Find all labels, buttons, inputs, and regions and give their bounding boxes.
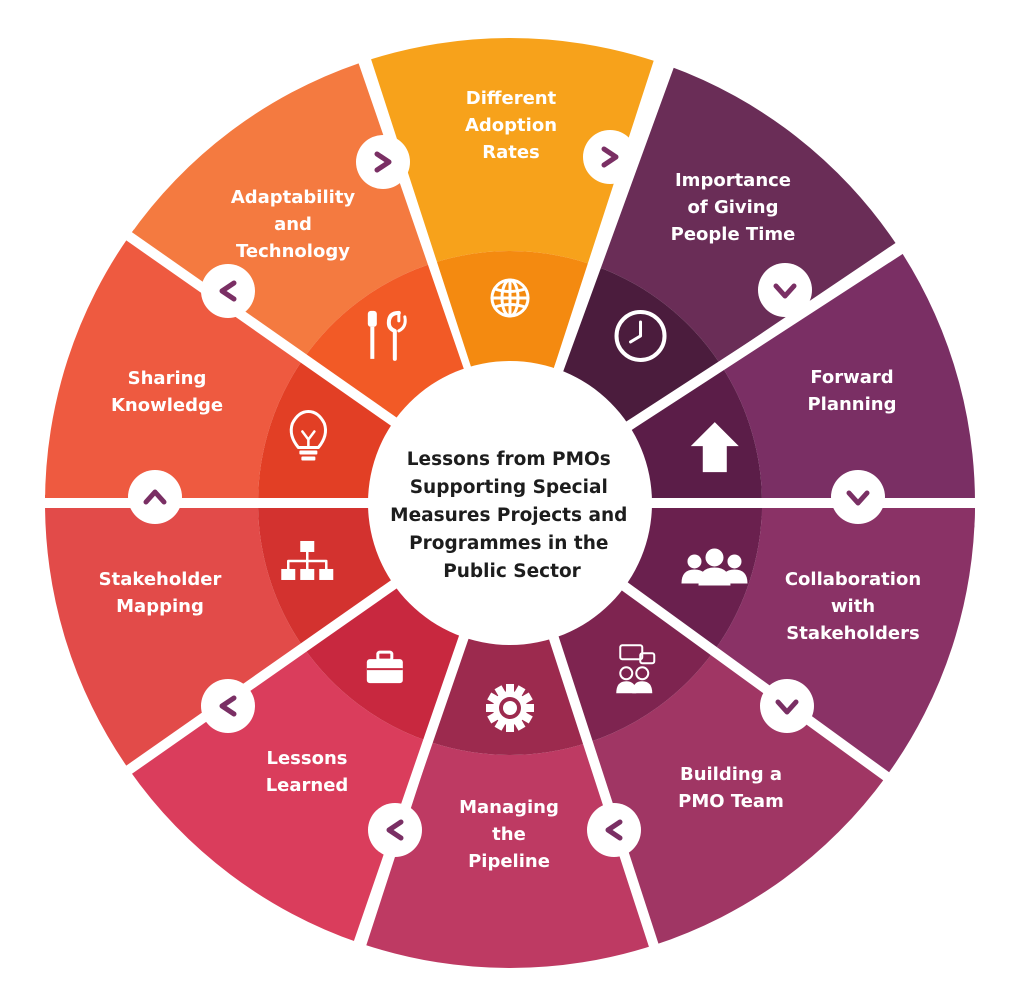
segment-outer-forward-planning xyxy=(721,249,975,528)
icons-layer xyxy=(281,278,748,732)
segment-label-line: Managing xyxy=(459,797,559,818)
segment-outer-sharing-knowledge xyxy=(45,229,307,503)
segment-label-line: Technology xyxy=(236,241,350,262)
center-circle xyxy=(368,361,652,645)
segment-label-line: Adaptability xyxy=(231,187,356,208)
segment-label-line: the xyxy=(492,824,526,845)
segment-outer-different-adoption-rates xyxy=(366,37,654,264)
segment-label-line: People Time xyxy=(671,224,796,245)
connector-arrow-icon xyxy=(831,470,885,524)
connector-arrow-icon xyxy=(583,130,637,184)
segment-outer-importance-of-giving-people-time xyxy=(596,66,896,363)
connector-arrow-icon xyxy=(201,679,255,733)
up-arrow-icon xyxy=(690,422,739,473)
tools-icon xyxy=(367,310,407,361)
segment-label-line: Sharing xyxy=(128,368,207,389)
segment-divider xyxy=(624,243,906,431)
connector-arrow-icon xyxy=(368,803,422,857)
segment-divider xyxy=(123,579,399,776)
globe-icon xyxy=(490,278,530,318)
segment-label-building-a-pmo-team: Building a PMO Team xyxy=(678,764,784,812)
segment-label-line: Stakeholder xyxy=(99,569,222,590)
segment-label-line: Importance xyxy=(675,170,791,191)
segment-inner-forward-planning xyxy=(627,365,763,517)
segment-label-line: with xyxy=(831,596,875,617)
center-line-3: Measures Projects and xyxy=(390,505,627,526)
segment-outer-stakeholder-mapping xyxy=(44,494,304,770)
segment-divider xyxy=(123,230,399,427)
segment-label-line: Stakeholders xyxy=(786,623,919,644)
lightbulb-icon xyxy=(289,409,328,461)
segment-divider xyxy=(553,61,675,374)
segment-label-line: Lessons xyxy=(267,748,348,769)
chat-people-icon xyxy=(616,644,656,694)
group-icon xyxy=(681,548,748,586)
connector-arrow-icon xyxy=(128,470,182,524)
connector-arrow-icon xyxy=(758,263,812,317)
segment-label-line: Pipeline xyxy=(468,851,550,872)
connector-arrow-icon xyxy=(587,803,641,857)
segment-sharing-knowledge xyxy=(45,229,397,503)
segment-label-line: Building a xyxy=(680,764,782,785)
segment-divider xyxy=(360,56,472,372)
segment-label-line: Mapping xyxy=(116,596,204,617)
clock-icon xyxy=(614,309,667,362)
center-title: Lessons from PMOs Supporting Special Mea… xyxy=(390,449,634,582)
segment-label-line: Adoption xyxy=(465,115,557,136)
center-line-5: Public Sector xyxy=(443,561,581,582)
segment-label-line: and xyxy=(274,214,312,235)
segment-label-line: Different xyxy=(466,88,557,109)
connectors-layer xyxy=(128,130,885,857)
segment-label-line: Learned xyxy=(266,775,349,796)
segment-label-line: Forward xyxy=(810,367,893,388)
connector-arrow-icon xyxy=(760,679,814,733)
segment-outer-collaboration-with-stakeholders xyxy=(713,503,975,777)
segment-divider xyxy=(548,634,660,950)
center-line-2: Supporting Special xyxy=(410,477,608,498)
center-hub: Lessons from PMOs Supporting Special Mea… xyxy=(368,361,652,645)
segment-divider xyxy=(352,633,470,948)
segment-label-line: of Giving xyxy=(687,197,778,218)
connector-arrow-icon xyxy=(201,264,255,318)
segment-inner-importance-of-giving-people-time xyxy=(557,266,719,425)
segment-outer-managing-the-pipeline xyxy=(366,742,654,969)
segment-inner-sharing-knowledge xyxy=(258,354,397,503)
segment-label-line: Collaboration xyxy=(785,569,921,590)
org-chart-icon xyxy=(281,540,334,580)
center-line-1: Lessons from PMOs xyxy=(407,449,611,470)
center-line-4: Programmes in the xyxy=(409,533,608,554)
segment-label-line: Knowledge xyxy=(111,395,223,416)
connector-arrow-icon xyxy=(356,135,410,189)
segment-label-line: Rates xyxy=(482,142,540,163)
segment-divider xyxy=(620,581,892,783)
segment-label-line: PMO Team xyxy=(678,791,784,812)
segment-forward-planning xyxy=(627,249,975,528)
briefcase-icon xyxy=(366,650,403,684)
gear-icon xyxy=(486,684,534,732)
segment-importance-of-giving-people-time xyxy=(557,66,896,425)
segment-label-line: Planning xyxy=(807,394,896,415)
segments-layer xyxy=(42,37,978,969)
